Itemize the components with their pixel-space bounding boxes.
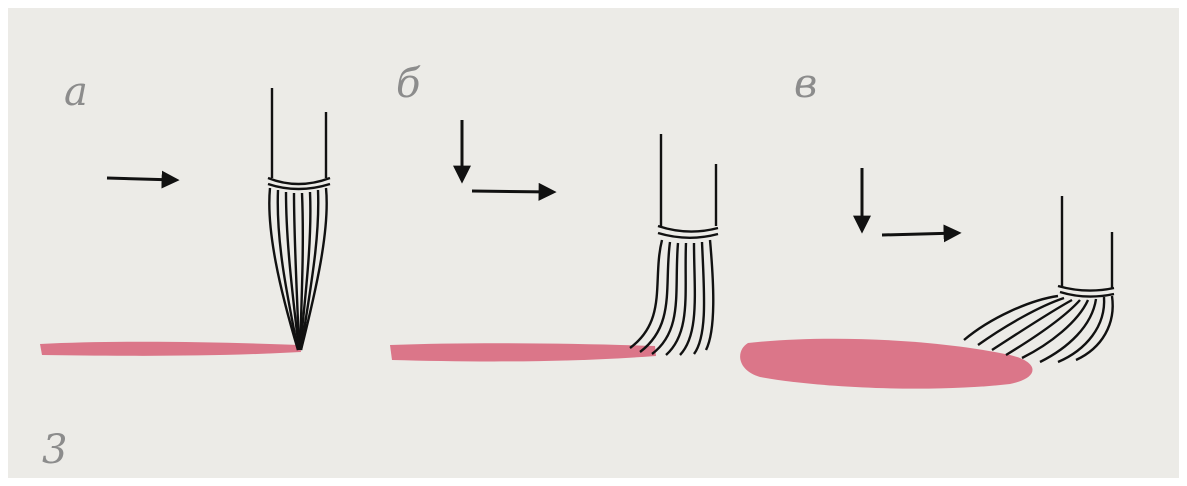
panel-a [40,88,331,356]
figure-number: 3 [42,427,68,473]
paint-stroke-a [40,341,301,356]
paint-stroke-v [740,338,1033,389]
direction-arrow-right-icon [471,182,557,201]
brush-pressed-icon [629,134,719,356]
panel-label-v: в [794,61,818,107]
brush-flattened-icon [963,196,1115,364]
panel-b [390,120,719,362]
brush-vertical-icon [267,88,331,351]
direction-arrow-right-icon [881,224,962,243]
paper-background [8,8,1179,478]
direction-arrow-right-icon [106,170,180,189]
panel-label-a: а [64,69,88,115]
paint-stroke-b [390,343,656,362]
panel-label-b: б [396,61,421,107]
panel-v [740,168,1115,389]
